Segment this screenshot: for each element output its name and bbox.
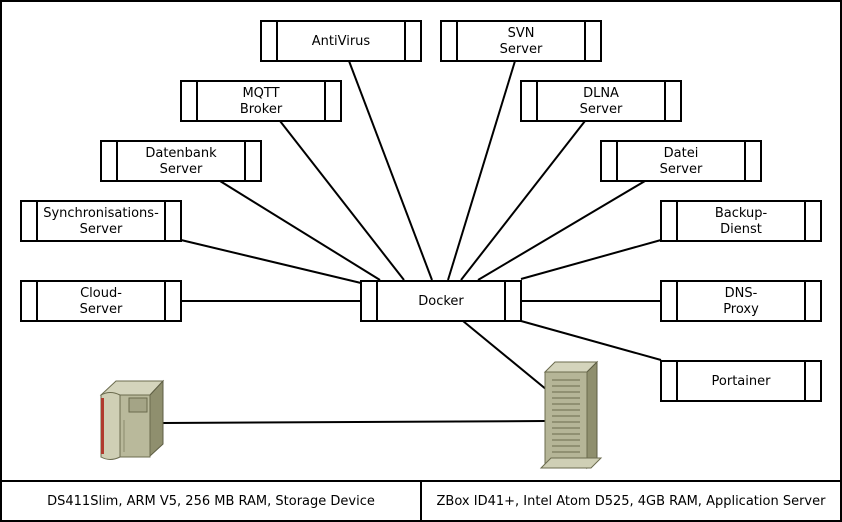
node-backup-label-1: Backup- <box>715 206 768 221</box>
connector-dlna <box>460 120 586 281</box>
connector-backup <box>520 239 662 280</box>
node-docker-label: Docker <box>418 294 464 309</box>
node-antivirus: AntiVirus <box>260 20 422 62</box>
node-cloud-label-1: Cloud- <box>80 286 122 301</box>
node-dlna-label-1: DLNA <box>583 86 619 101</box>
connector-datenbank <box>219 180 381 281</box>
node-backup-label-2: Dienst <box>720 222 762 237</box>
node-dlna: DLNA Server <box>520 80 682 122</box>
node-svn-label-1: SVN <box>508 26 535 41</box>
node-datei: Datei Server <box>600 140 762 182</box>
node-cloud-label-2: Server <box>80 302 123 317</box>
node-dlna-label-2: Server <box>580 102 623 117</box>
footer-left-label: DS411Slim, ARM V5, 256 MB RAM, Storage D… <box>47 494 375 509</box>
connector-storage-server <box>162 420 546 424</box>
node-dns-label-2: Proxy <box>723 302 759 317</box>
node-svn-label-2: Server <box>500 42 543 57</box>
node-datenbank: Datenbank Server <box>100 140 262 182</box>
node-sync-label-2: Server <box>80 222 123 237</box>
node-datenbank-label-2: Server <box>160 162 203 177</box>
node-datei-label-1: Datei <box>664 146 699 161</box>
storage-device-icon <box>99 379 165 460</box>
node-backup: Backup- Dienst <box>660 200 822 242</box>
connector-antivirus <box>348 60 433 281</box>
node-mqtt: MQTT Broker <box>180 80 342 122</box>
node-cloud: Cloud- Server <box>20 280 182 322</box>
connector-mqtt <box>279 120 405 281</box>
node-dns-label-1: DNS- <box>725 286 758 301</box>
node-portainer-label: Portainer <box>712 374 772 389</box>
node-portainer: Portainer <box>660 360 822 402</box>
node-mqtt-label-2: Broker <box>240 102 283 117</box>
footer-right-label: ZBox ID41+, Intel Atom D525, 4GB RAM, Ap… <box>437 494 827 509</box>
connector-portainer <box>520 320 662 361</box>
node-sync-label-1: Synchronisations- <box>43 206 159 221</box>
node-sync: Synchronisations- Server <box>20 200 182 242</box>
node-docker: Docker <box>360 280 522 322</box>
node-antivirus-label: AntiVirus <box>312 34 371 49</box>
node-datei-label-2: Server <box>660 162 703 177</box>
node-dns: DNS- Proxy <box>660 280 822 322</box>
node-mqtt-label-1: MQTT <box>242 86 279 101</box>
connector-sync <box>180 239 362 284</box>
connectors <box>162 60 662 424</box>
node-svn: SVN Server <box>440 20 602 62</box>
connector-datei <box>477 180 646 281</box>
connector-svn <box>447 60 516 281</box>
node-datenbank-label-1: Datenbank <box>145 146 217 161</box>
connector-docker-server <box>462 320 548 391</box>
application-server-icon <box>539 360 603 470</box>
